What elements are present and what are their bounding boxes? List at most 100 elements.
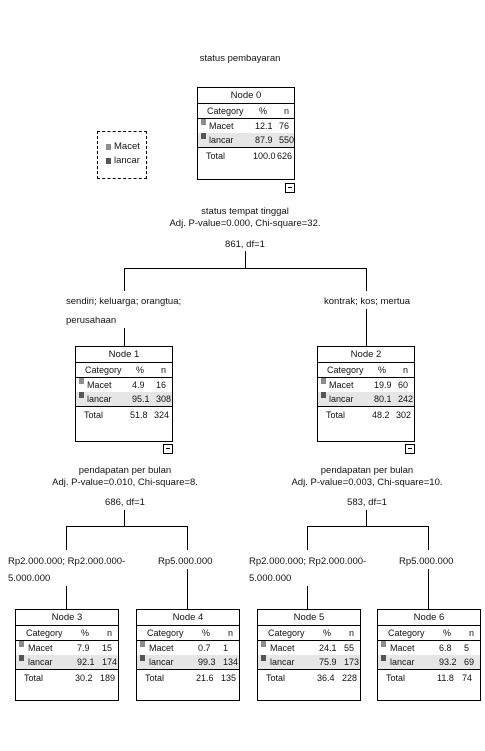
node-column-header: Category% n <box>378 626 480 641</box>
split-2-variable: pendapatan per bulan <box>320 465 414 476</box>
lancar-swatch-icon <box>381 655 386 661</box>
node-row-lancar: lancar 75.9 173 <box>258 655 360 669</box>
total-n: 626 <box>277 151 293 161</box>
row-category: lancar <box>87 394 112 404</box>
row-n: 134 <box>223 657 239 667</box>
lancar-swatch-icon <box>79 392 84 398</box>
lancar-swatch-icon <box>201 133 206 139</box>
category-header: Category <box>388 628 425 638</box>
split-2-stats-line1: Adj. P-value=0.003, Chi-square=10. <box>291 477 443 488</box>
total-n: 228 <box>342 673 358 683</box>
row-percent: 87.9 <box>255 135 273 145</box>
category-header: Category <box>147 628 184 638</box>
node-column-header: Category%n <box>76 363 172 378</box>
category-header: Category <box>26 628 63 638</box>
row-percent: 19.9 <box>374 380 392 390</box>
total-n: 74 <box>462 673 473 683</box>
node-total-row: Total 36.4 228 <box>258 669 360 687</box>
node-label: Node 2 <box>318 347 414 363</box>
row-percent: 12.1 <box>255 121 273 131</box>
row-percent: 92.1 <box>77 657 95 667</box>
total-n: 189 <box>100 673 116 683</box>
macet-swatch-icon <box>201 119 206 125</box>
macet-swatch-icon <box>106 144 111 150</box>
split-1-right-drop <box>187 526 188 550</box>
split-0-stats-line2: 861, df=1 <box>225 239 265 250</box>
macet-swatch-icon <box>261 641 266 647</box>
split-1-left-to-node3 <box>66 586 67 609</box>
node-2-collapse-icon[interactable] <box>405 444 415 454</box>
category-header: Category <box>207 106 244 116</box>
split-1-right-to-node4 <box>187 569 188 609</box>
row-n: 76 <box>279 121 290 131</box>
total-label: Total <box>145 673 165 683</box>
node-column-header: Category%n <box>258 626 360 641</box>
percent-header: % <box>443 628 452 638</box>
n-header: n <box>228 628 234 638</box>
row-n: 69 <box>464 657 475 667</box>
row-n: 173 <box>344 657 360 667</box>
split-2-right-to-node6 <box>428 569 429 609</box>
total-label: Total <box>266 673 286 683</box>
row-category: Macet <box>209 121 234 131</box>
split-0-stats-line1: Adj. P-value=0.000, Chi-square=32. <box>169 218 321 229</box>
total-percent: 51.8 <box>130 410 148 420</box>
total-label: Total <box>326 410 346 420</box>
row-n: 55 <box>344 643 355 653</box>
row-percent: 75.9 <box>319 657 337 667</box>
node-1-collapse-icon[interactable] <box>163 444 173 454</box>
macet-swatch-icon <box>140 641 145 647</box>
row-n: 16 <box>156 380 167 390</box>
n-header: n <box>469 628 475 638</box>
split-2-left-drop <box>307 526 308 550</box>
node-label: Node 1 <box>76 347 172 363</box>
total-n: 324 <box>154 410 170 420</box>
row-percent: 4.9 <box>132 380 145 390</box>
total-percent: 11.8 <box>437 673 454 683</box>
row-category: Macet <box>329 380 354 390</box>
row-category: lancar <box>270 657 295 667</box>
category-header: Category <box>85 365 122 375</box>
split-1-stats-line1: Adj. P-value=0.010, Chi-square=8. <box>52 477 198 488</box>
split-1-left-label-1: Rp2.000.000; Rp2.000.000- <box>8 556 126 567</box>
split-1-right-label: Rp5.000.000 <box>158 556 213 567</box>
node-label: Node 4 <box>137 610 239 626</box>
tree-title: status pembayaran <box>199 53 281 64</box>
node-label: Node 6 <box>378 610 480 626</box>
split-1-stem <box>124 510 125 526</box>
total-percent: 36.4 <box>317 673 335 683</box>
total-label: Total <box>24 673 44 683</box>
split-0-left-drop <box>124 268 125 291</box>
lancar-swatch-icon <box>106 158 111 164</box>
node-0-collapse-icon[interactable] <box>285 183 295 193</box>
row-n: 174 <box>102 657 118 667</box>
legend: Macet lancar <box>97 131 147 179</box>
row-category: Macet <box>390 643 415 653</box>
split-2-bar <box>307 526 429 527</box>
node-column-header: Category%n <box>16 626 118 641</box>
split-2-left-label-1: Rp2.000.000; Rp2.000.000- <box>249 556 367 567</box>
total-label: Total <box>84 410 104 420</box>
node-column-header: Category%n <box>137 626 239 641</box>
row-category: Macet <box>149 643 174 653</box>
split-0-stem <box>245 251 246 268</box>
